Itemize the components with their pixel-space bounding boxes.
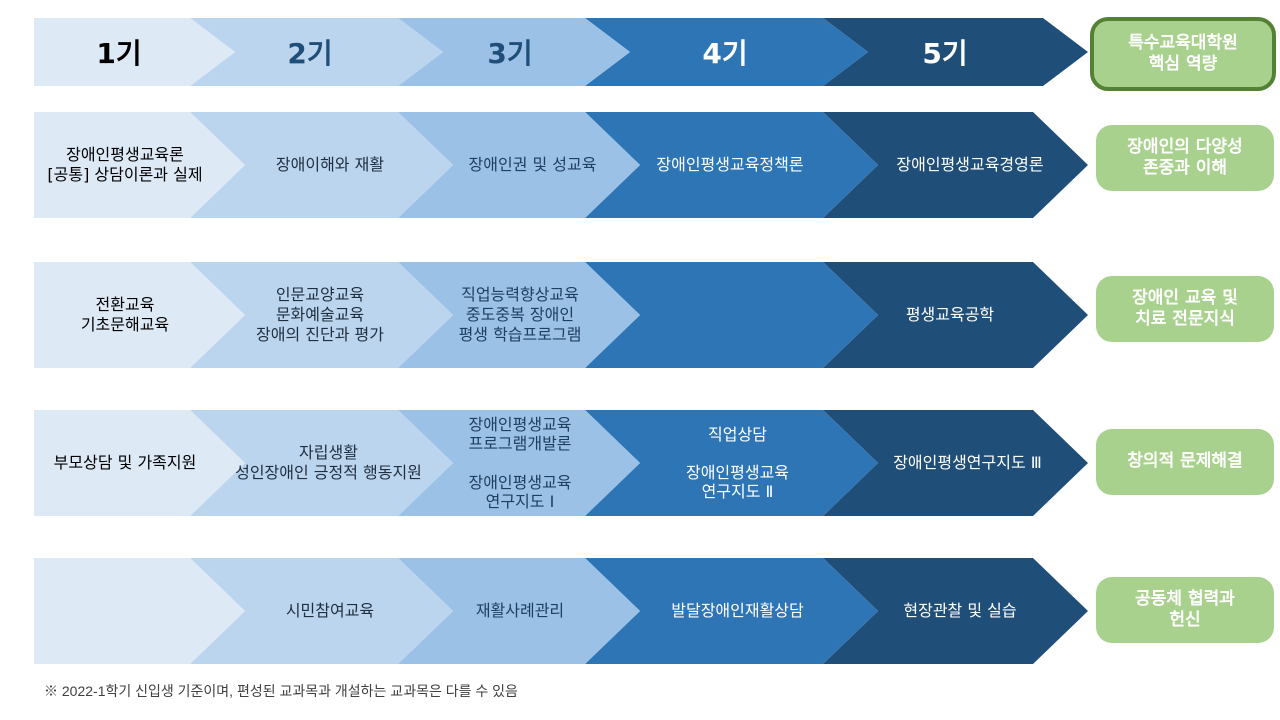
chevron-segment	[398, 558, 640, 664]
chevron-segment	[585, 112, 878, 218]
competency-badge: 장애인 교육 및 치료 전문지식	[1096, 276, 1274, 342]
course-cell: 장애인평생교육경영론	[896, 155, 1044, 174]
course-cell	[34, 558, 216, 664]
competency-badge: 창의적 문제해결	[1096, 429, 1274, 495]
chevron-segment	[823, 558, 1088, 664]
course-cell: 재활사례관리	[475, 601, 565, 620]
chevron-segment	[190, 262, 453, 368]
chevron-segment	[190, 18, 443, 86]
chevron-segment	[190, 112, 453, 218]
course-cell: 시민참여교육	[285, 601, 375, 620]
chevron-segment	[585, 262, 878, 368]
course-cell: 장애이해와 재활	[275, 155, 385, 174]
chevron-segment	[190, 558, 453, 664]
chevron-segment	[398, 18, 630, 86]
course-cell: 장애인평생교육 프로그램개발론 장애인평생교육 연구지도 Ⅰ	[468, 415, 572, 511]
stage-3-header: 3기	[487, 36, 533, 70]
stage-4-header: 4기	[702, 36, 748, 70]
course-cell: 장애인평생교육정책론	[656, 155, 804, 174]
course-cell	[625, 262, 835, 368]
chevron-segment	[823, 112, 1088, 218]
chevron-segment	[34, 558, 245, 664]
chevron-segment	[398, 112, 640, 218]
chevron-segment	[190, 410, 453, 516]
stage-5-header: 5기	[922, 36, 968, 70]
course-cell: 인문교양교육 문화예술교육 장애의 진단과 평가	[256, 285, 384, 344]
chevron-segment	[823, 262, 1088, 368]
chevron-segment	[34, 112, 245, 218]
footnote: ※ 2022-1학기 신입생 기준이며, 편성된 교과목과 개설하는 교과목은 …	[44, 683, 518, 699]
course-cell: 발달장애인재활상담	[671, 601, 804, 620]
competency-header: 특수교육대학원 핵심 역량	[1090, 17, 1276, 91]
course-cell: 장애인평생연구지도 Ⅲ	[893, 453, 1042, 472]
competency-badge: 장애인의 다양성 존중과 이해	[1096, 125, 1274, 191]
chevron-segment	[585, 410, 878, 516]
course-cell: 직업능력향상교육 중도중복 장애인 평생 학습프로그램	[458, 285, 582, 344]
competency-badge: 공동체 협력과 헌신	[1096, 577, 1274, 643]
course-cell: 장애인권 및 성교육	[468, 155, 597, 174]
chevron-segment	[34, 18, 235, 86]
course-cell: 현장관찰 및 실습	[903, 601, 1017, 620]
course-cell: 전환교육 기초문해교육	[80, 295, 170, 334]
chevron-segment	[823, 410, 1088, 516]
stage-2-header: 2기	[287, 36, 333, 70]
chevron-segment	[34, 410, 245, 516]
chevron-segment	[585, 18, 868, 86]
course-cell: 평생교육공학	[905, 305, 995, 324]
course-cell: 장애인평생교육론 [공통] 상담이론과 실제	[47, 145, 203, 184]
chevron-segment	[398, 410, 640, 516]
course-cell: 부모상담 및 가족지원	[53, 453, 197, 472]
chevron-segment	[34, 262, 245, 368]
chevron-segment	[823, 18, 1088, 86]
chevron-segment	[398, 262, 640, 368]
course-cell: 직업상담 장애인평생교육 연구지도 Ⅱ	[685, 424, 790, 502]
chevron-segment	[585, 558, 878, 664]
stage-1-header: 1기	[96, 36, 142, 70]
course-cell: 자립생활 성인장애인 긍정적 행동지원	[235, 443, 422, 482]
